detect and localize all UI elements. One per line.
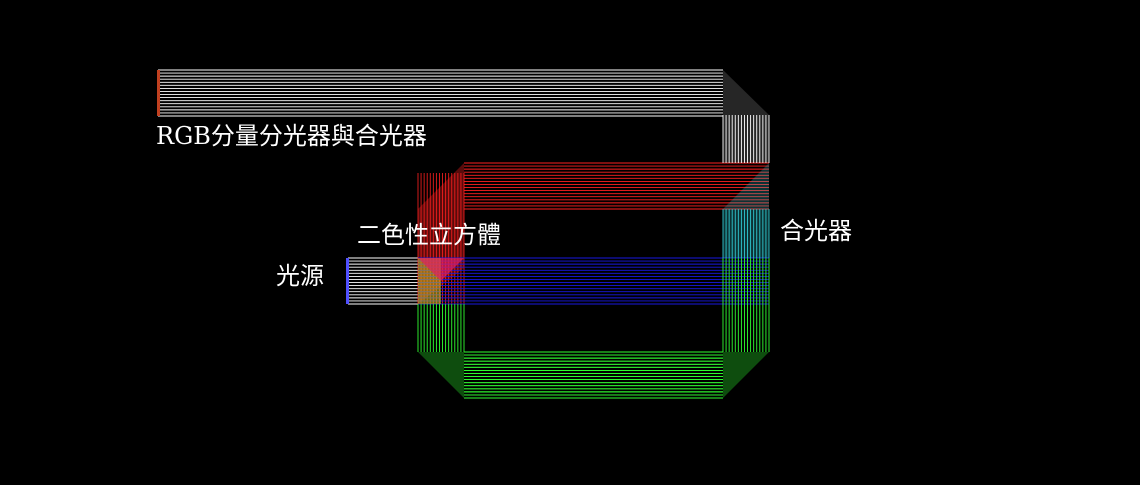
dichroic-cube-label: 二色性立方體 — [357, 221, 501, 249]
magenta-overlap — [418, 258, 464, 281]
cyan-fold — [723, 163, 769, 258]
green-fold — [418, 352, 464, 398]
light-source-label: 光源 — [276, 262, 324, 290]
combiner-label: 合光器 — [780, 217, 852, 245]
output-marker — [157, 70, 160, 116]
light-source-marker — [346, 258, 349, 304]
output-fold — [723, 70, 769, 163]
green-fold — [723, 352, 769, 398]
diagram-title: RGB分量分光器與合光器 — [156, 122, 427, 150]
